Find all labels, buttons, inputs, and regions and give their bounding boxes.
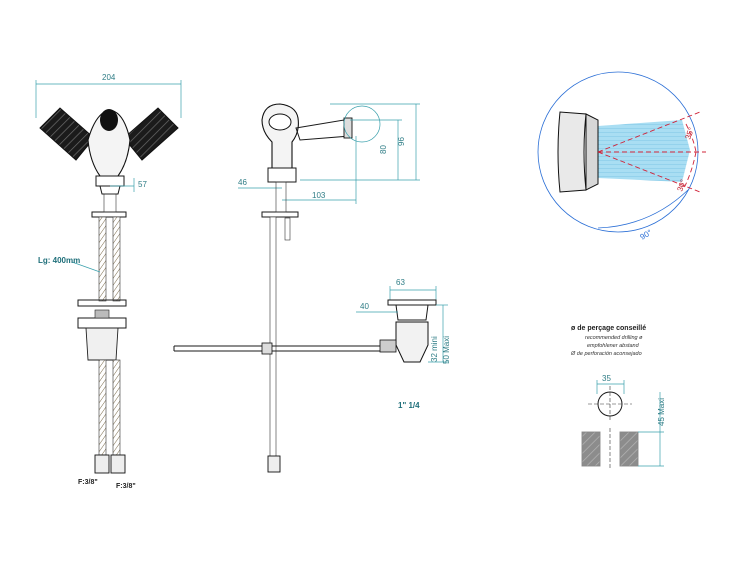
waste-flange: [387, 299, 437, 306]
inlet-nut-right: [110, 454, 126, 474]
dim-label-46: 46: [238, 178, 247, 187]
drilling-es: Ø de perforación aconsejado: [570, 351, 642, 357]
side-lever-rod: [284, 217, 291, 241]
drilling-en: recommended drilling ø: [585, 335, 643, 341]
drilling-note: ø de perçage conseillé recommended drill…: [570, 325, 646, 357]
dim-label-103: 103: [312, 191, 326, 200]
side-hose: [269, 216, 277, 458]
hole-35-label: 35: [602, 374, 611, 383]
spout-nozzle: [343, 117, 353, 139]
popup-rod-clip: [261, 342, 273, 355]
dim-label-40: 40: [360, 302, 369, 311]
hose-length-label: Lg: 400mm: [38, 256, 80, 265]
angle-30-label: 30°: [675, 178, 688, 192]
side-view: 80 96 46 103: [173, 103, 420, 473]
right-handle: [123, 107, 179, 161]
mount-cap: [94, 309, 110, 319]
arc-30: [683, 151, 697, 189]
dim-label-204: 204: [102, 73, 116, 82]
angle-90-label: 90°: [639, 228, 654, 242]
hose-right-lower: [112, 359, 121, 456]
side-spout: [295, 119, 351, 141]
drilling-de: empfohlener abstand: [587, 343, 640, 349]
nozzle-section: [557, 111, 587, 193]
hole-detail: 35 45 Maxi: [581, 374, 666, 470]
hole-45-maxi-label: 45 Maxi: [657, 398, 666, 426]
inlet-right-label: F:3/8": [116, 483, 136, 490]
waste-body: [395, 321, 429, 363]
front-view: 204 57 Lg: 400mm F:3/8" F:3/8": [35, 73, 182, 490]
hose-left-upper: [98, 216, 107, 302]
mount-washer: [77, 317, 127, 329]
mount-body: [85, 327, 119, 361]
inlet-nut-left: [94, 454, 110, 474]
dim-label-63: 63: [396, 278, 405, 287]
angle-35-label: 35°: [683, 126, 696, 140]
dim-label-96: 96: [397, 137, 406, 146]
side-fixing-nut: [261, 211, 299, 218]
dim-label-80: 80: [379, 145, 388, 154]
tap-collar: [99, 185, 121, 195]
left-handle: [39, 107, 95, 161]
side-stem: [275, 181, 287, 213]
drilling-title: ø de perçage conseillé: [571, 325, 646, 332]
mount-plate: [77, 299, 127, 307]
waste-thread-label: 1" 1/4: [398, 401, 420, 410]
stem-top: [103, 193, 117, 213]
axis-upper: [597, 111, 701, 153]
waste-assembly: 63 40 32 mini 50 Maxi 1" 1/4: [356, 278, 451, 410]
inlet-left-label: F:3/8": [78, 479, 98, 486]
slab-section-right: [619, 431, 639, 467]
spray-pattern: [598, 120, 690, 182]
dim-label-50-maxi: 50 Maxi: [442, 336, 451, 364]
spray-detail: 35° 30° 90°: [537, 71, 706, 242]
arc-35: [685, 123, 697, 153]
nozzle-tip: [585, 113, 599, 191]
hose-right-upper: [112, 216, 121, 302]
hose-left-lower: [98, 359, 107, 456]
dim-label-32-mini: 32 mini: [430, 336, 439, 362]
dim-label-57: 57: [138, 180, 147, 189]
side-inlet-nut: [267, 455, 281, 473]
hose-leader: [71, 261, 101, 273]
spout-opening: [100, 109, 118, 131]
axis-lower: [597, 151, 701, 193]
side-handle-top: [268, 113, 292, 131]
tap-base: [95, 175, 125, 187]
waste-rod-nut: [379, 339, 397, 353]
side-base: [267, 167, 297, 183]
arc-90: [597, 189, 689, 229]
detail-callout-circle: [343, 105, 381, 143]
slab-section-left: [581, 431, 601, 467]
fixing-nut: [91, 211, 127, 218]
waste-neck: [395, 304, 429, 321]
